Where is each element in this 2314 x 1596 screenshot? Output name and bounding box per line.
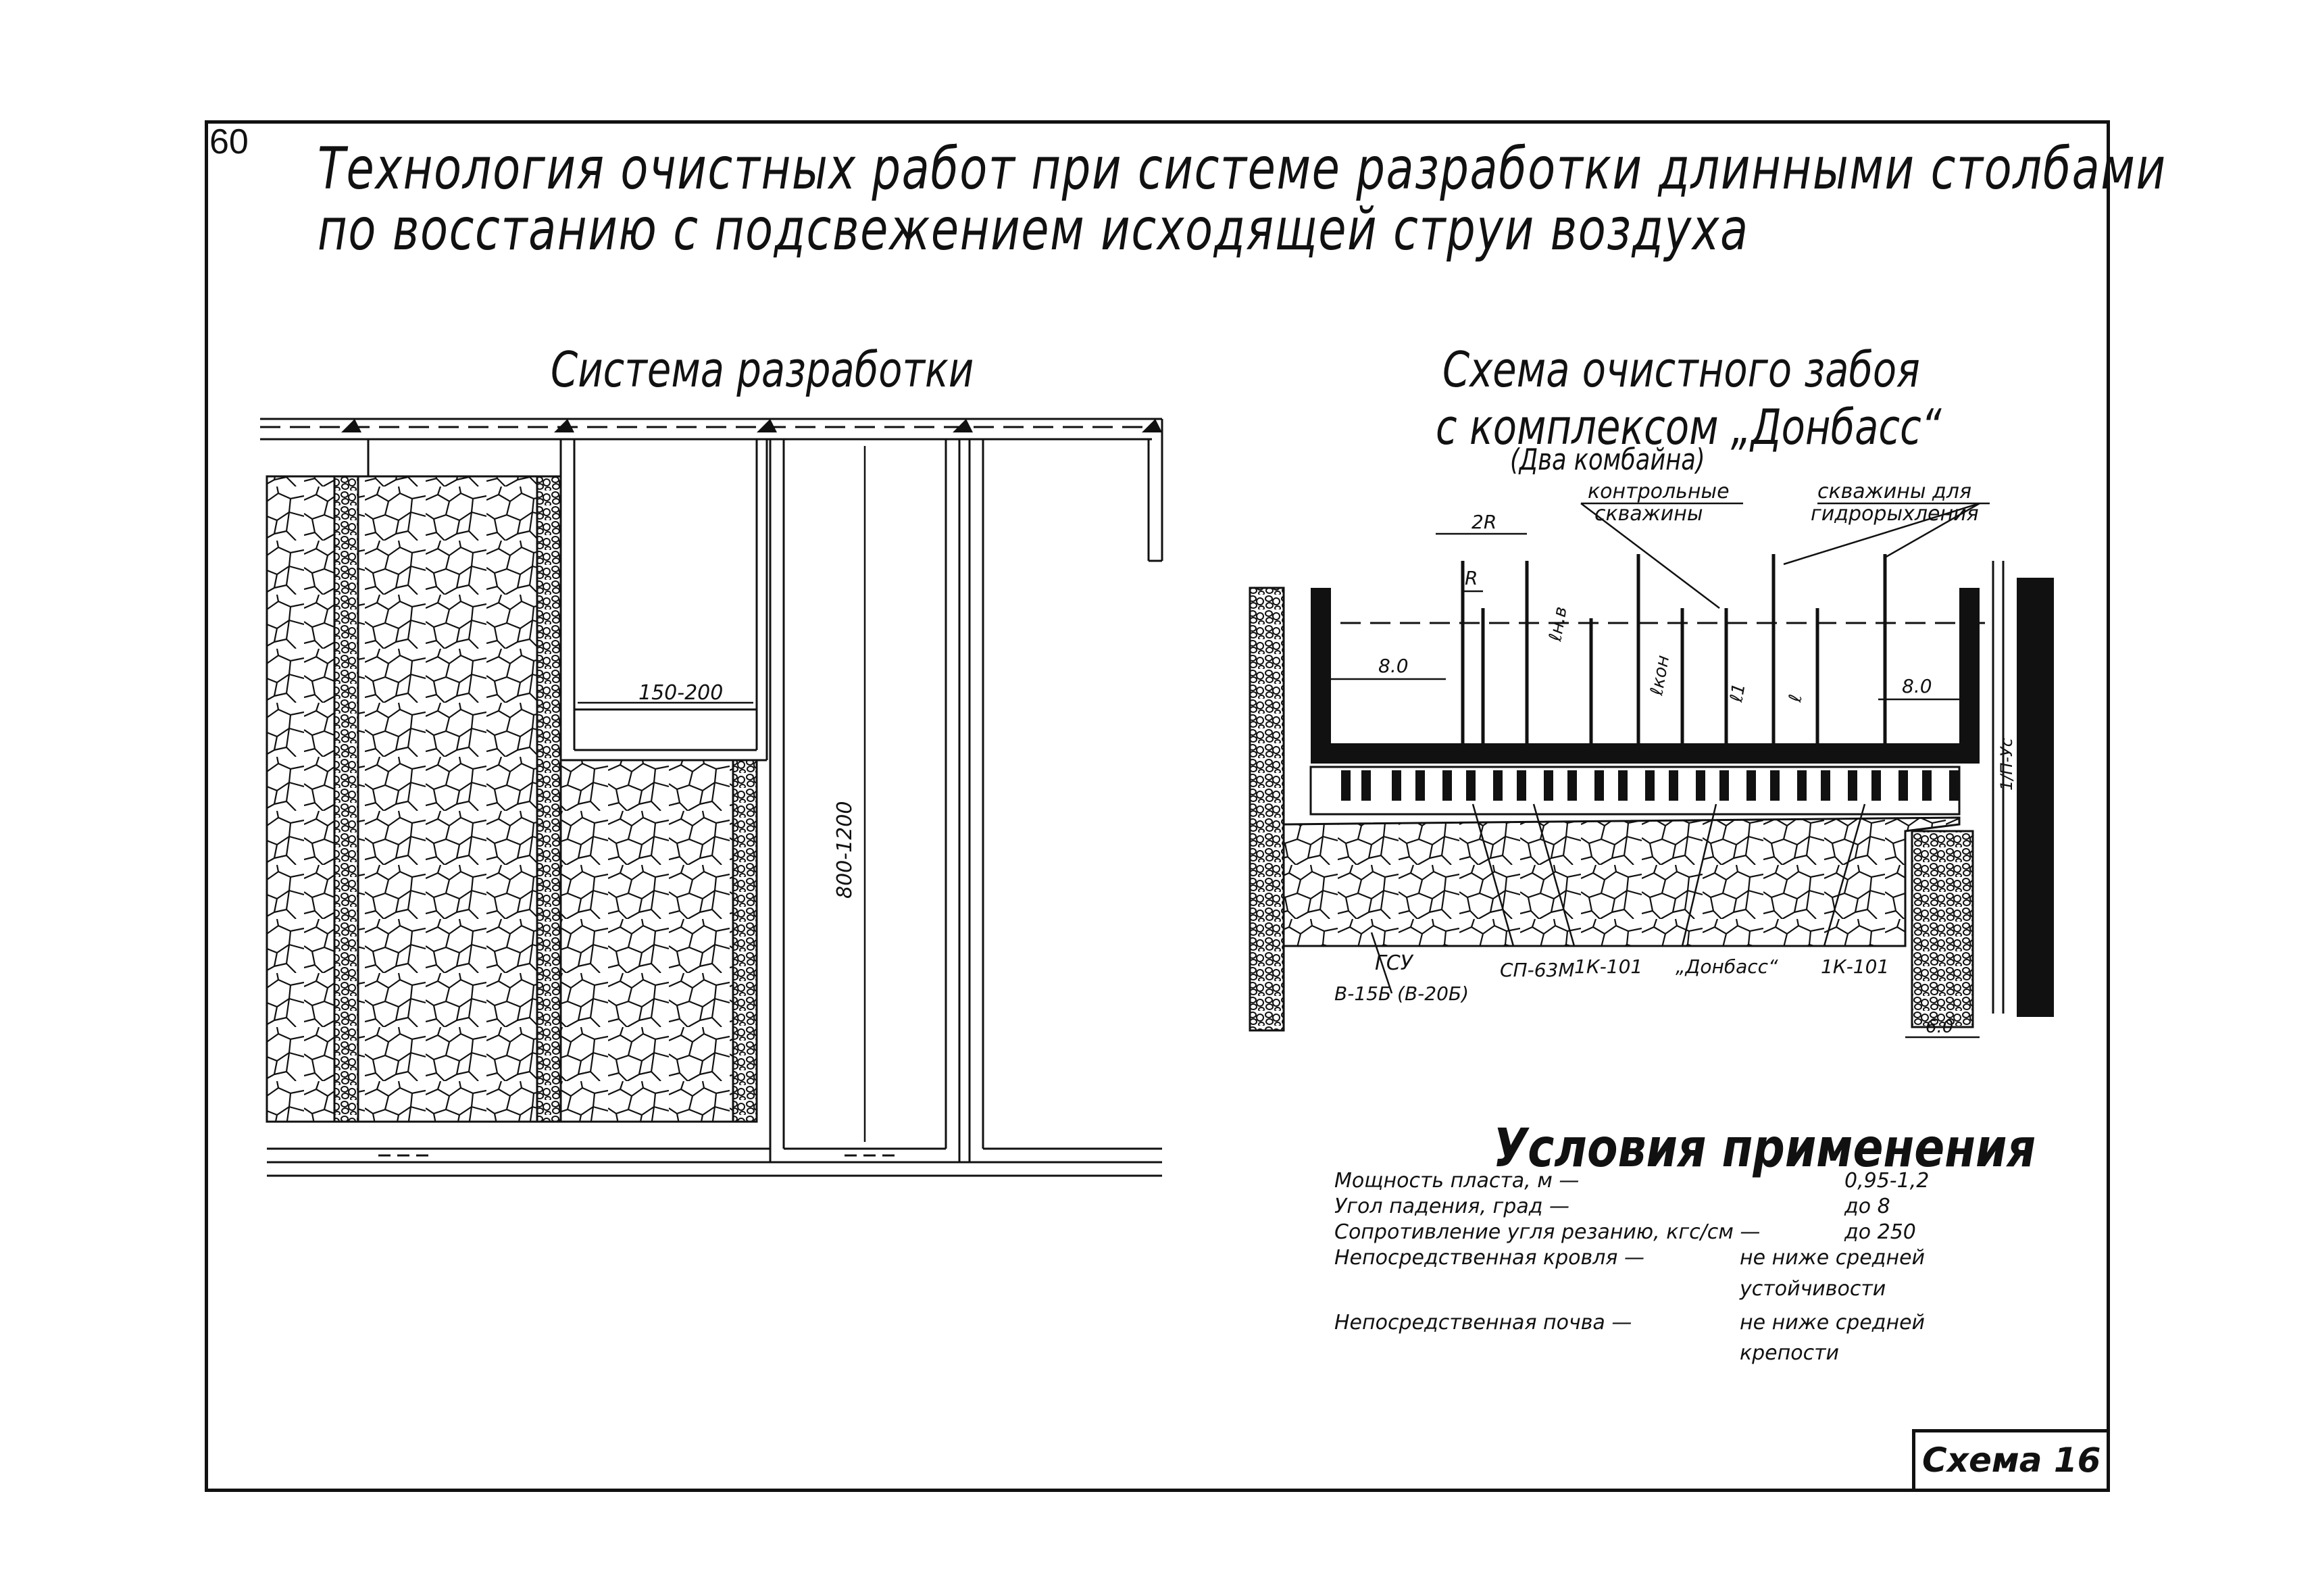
label-1k101-a: 1К-101 [1574, 955, 1642, 978]
callout-control-2: скважины [1594, 502, 1703, 526]
cond-value-0: 0,95-1,2 [1844, 1169, 1930, 1193]
dim-bottom: 6.0 [1926, 1017, 1953, 1037]
label-1k101-b: 1К-101 [1821, 955, 1889, 978]
goaf-block-2 [357, 475, 538, 1123]
dim-vert: 1/П-Ус [1997, 738, 2016, 791]
callout-wells-2: гидрорыхления [1811, 502, 1979, 526]
dim-lkon: ℓкон [1646, 654, 1674, 698]
right-diagram-title-1: Схема очистного забоя [1442, 341, 1920, 398]
cond-value-1: до 8 [1844, 1195, 1890, 1218]
dim-l1: ℓ1 [1726, 682, 1749, 704]
left-diagram [260, 418, 1163, 1177]
dim-right: 8.0 [1902, 675, 1932, 697]
cond-value-5: не ниже средней [1740, 1311, 1926, 1335]
right-diagram-title-3: (Два комбайна) [1510, 443, 1705, 477]
callout-control: контрольные [1588, 480, 1730, 503]
pack-strip-2 [536, 475, 562, 1123]
goaf-block-1 [266, 475, 343, 1123]
right-diagram [1249, 502, 2054, 1039]
page-number: 60 [209, 122, 249, 161]
pack-strip-3 [732, 759, 758, 1123]
left-rib-pack [1249, 587, 1285, 1032]
dim-150-200: 150-200 [638, 681, 723, 705]
cond-value-3: не ниже средней [1740, 1246, 1926, 1270]
dim-left: 8.0 [1378, 655, 1409, 677]
cond-label-2: Сопротивление угля резанию, кгс/см — [1334, 1220, 1761, 1244]
page-title-line1: Технология очистных работ при системе ра… [318, 135, 2167, 203]
cond-label-5: Непосредственная почва — [1334, 1311, 1632, 1335]
right-diagram-title-2: с комплексом „Донбасс“ [1436, 399, 1942, 455]
cond-label-3: Непосредственная кровля — [1334, 1246, 1644, 1270]
dim-800-1200: 800-1200 [833, 801, 857, 899]
dim-r: R [1465, 567, 1478, 589]
cond-value-6: крепости [1740, 1341, 1840, 1365]
scheme-label: Схема 16 [1922, 1441, 2101, 1480]
right-black-strata [2017, 578, 2054, 1017]
drawing-frame [205, 120, 2110, 1492]
conditions-title: Условия применения [1493, 1118, 2036, 1179]
label-sp63m: СП-63М [1500, 959, 1575, 981]
left-diagram-title: Система разработки [551, 341, 974, 398]
goaf-block-3 [559, 759, 734, 1123]
page-title-line2: по восстанию с подсвежением исходящей ст… [318, 196, 1749, 264]
cond-value-2: до 250 [1844, 1220, 1916, 1244]
right-rib-pack [1911, 830, 1974, 1028]
scheme-label-box [1912, 1429, 2110, 1492]
cond-value-4: устойчивости [1740, 1277, 1886, 1301]
dim-2r: 2R [1472, 511, 1496, 533]
label-donbass: „Донбасс“ [1676, 955, 1778, 978]
cond-label-0: Мощность пласта, м — [1334, 1169, 1580, 1193]
label-gsu-model: В-15Б (В-20Б) [1334, 982, 1469, 1005]
cond-label-1: Угол падения, град — [1334, 1195, 1570, 1218]
label-gsu: ГСУ [1375, 951, 1414, 975]
dim-lnv: ℓн.в [1545, 605, 1571, 643]
pack-strip-1 [333, 475, 359, 1123]
dim-l: ℓ [1785, 693, 1807, 704]
callout-wells: скважины для [1817, 480, 1971, 503]
